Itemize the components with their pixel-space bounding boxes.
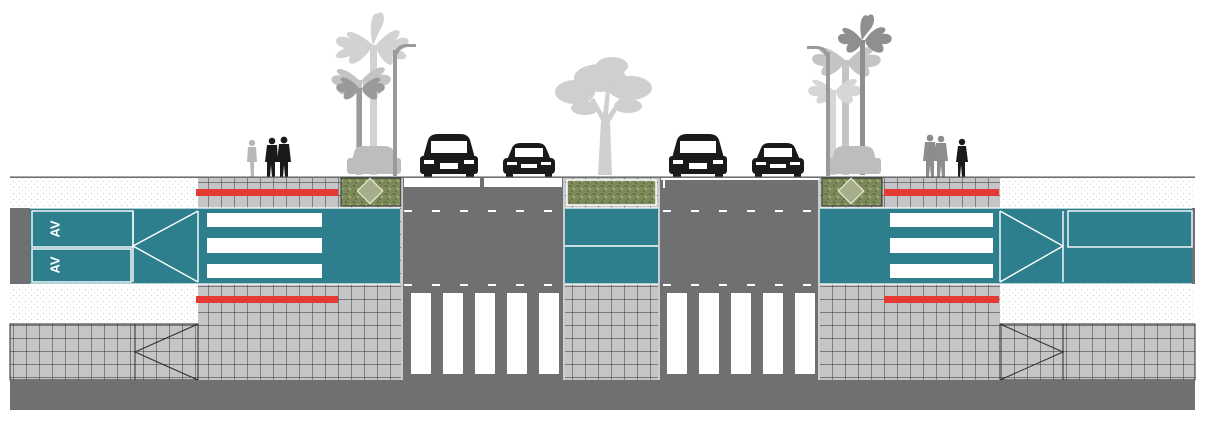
outer-surface-left-mid xyxy=(10,284,198,324)
pedestrian-group-left xyxy=(247,136,291,177)
median-planter xyxy=(566,179,657,206)
car-front-icon xyxy=(347,146,401,174)
outer-surface-right-top xyxy=(1000,178,1195,208)
red-bollard-strips xyxy=(196,189,999,303)
ramp-chevron-right xyxy=(999,323,1065,381)
planter-icon xyxy=(340,177,402,207)
street-lamp-icon xyxy=(807,46,830,176)
car-front-icon xyxy=(827,146,881,174)
eucalyptus-tree-icon xyxy=(555,57,652,175)
pedestrian-icon xyxy=(934,135,948,177)
kerb-lines xyxy=(401,178,820,380)
zebra-crossing xyxy=(411,293,815,374)
car-front-icon xyxy=(420,134,478,177)
pedestrian-icon xyxy=(956,138,968,177)
car-front-icon xyxy=(752,143,804,177)
ramp-chevron-left xyxy=(133,323,199,381)
planter-icon xyxy=(821,177,883,207)
pedestrian-icon xyxy=(247,139,257,177)
bottom-road xyxy=(10,380,1195,410)
av-lanes-left xyxy=(31,210,199,283)
outer-surface-left-top xyxy=(10,178,198,208)
car-front-icon xyxy=(669,134,727,177)
street-lamp-icon xyxy=(393,44,416,176)
paving-lower-right xyxy=(1000,324,1195,380)
dashed-lane-lines xyxy=(404,210,811,286)
top-lane-markings xyxy=(404,178,819,188)
lane-marking-text: AV xyxy=(47,220,62,237)
palm-tree-icon xyxy=(335,12,409,175)
zebra-teal-left xyxy=(207,213,322,278)
av-lanes-right xyxy=(999,210,1193,283)
zebra-teal-right xyxy=(890,213,993,278)
palm-tree-icon xyxy=(837,14,892,175)
pedestrian-icon xyxy=(277,136,291,177)
pedestrian-group-right xyxy=(923,134,968,177)
paving-lower-left xyxy=(10,324,198,380)
palm-tree-icon xyxy=(336,77,385,148)
lane-marking-text: AV xyxy=(47,256,62,273)
pedestrian-icon xyxy=(923,134,937,177)
pedestrian-icon xyxy=(265,137,278,177)
outer-surface-right-mid xyxy=(1000,284,1195,324)
background-scenery xyxy=(331,12,892,175)
car-front-icon xyxy=(503,143,555,177)
